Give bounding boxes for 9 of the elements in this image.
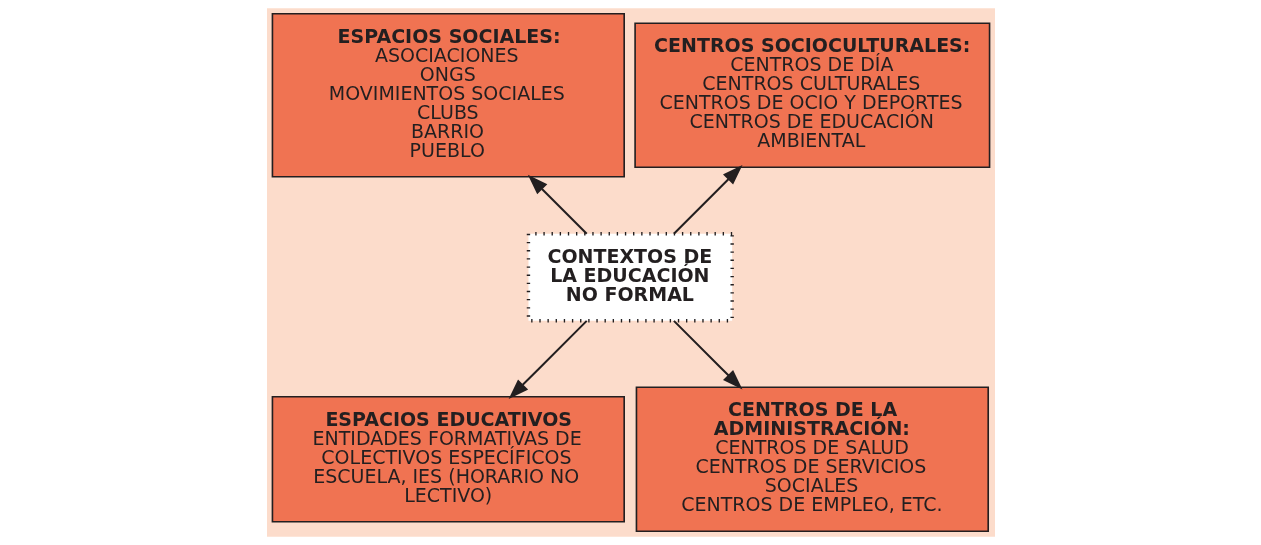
- arrow: [508, 320, 587, 399]
- node-box: ESPACIOS SOCIALES: ASOCIACIONES ONGS MOVIMIENTOS SOCIALES CLUBS BARRIO PUEBLO: [271, 12, 625, 178]
- node-box: ESPACIOS EDUCATIVOS ENTIDADES FORMATIVAS DE COLECTIVOS ESPECÍFICOS ESCUELA, IES (HORARIO NO LECTIVO): [271, 395, 625, 523]
- node-box: CENTROS DE LA ADMINISTRACIÓN: CENTROS DE SALUD CENTROS DE SERVICIOS SOCIALES CENTROS DE EMPLEO, ETC.: [635, 386, 989, 533]
- arrow: [672, 320, 742, 390]
- arrow: [527, 174, 587, 235]
- arrow: [672, 165, 742, 235]
- node-box: CENTROS SOCIOCULTURALES: CENTROS DE DÍA CENTROS CULTURALES CENTROS DE OCIO Y DEPORTES CENTROS DE EDUCACIÓN AMBIENTAL: [633, 22, 990, 169]
- node-box: CONTEXTOS DE LA EDUCACIÓN NO FORMAL: [526, 232, 734, 323]
